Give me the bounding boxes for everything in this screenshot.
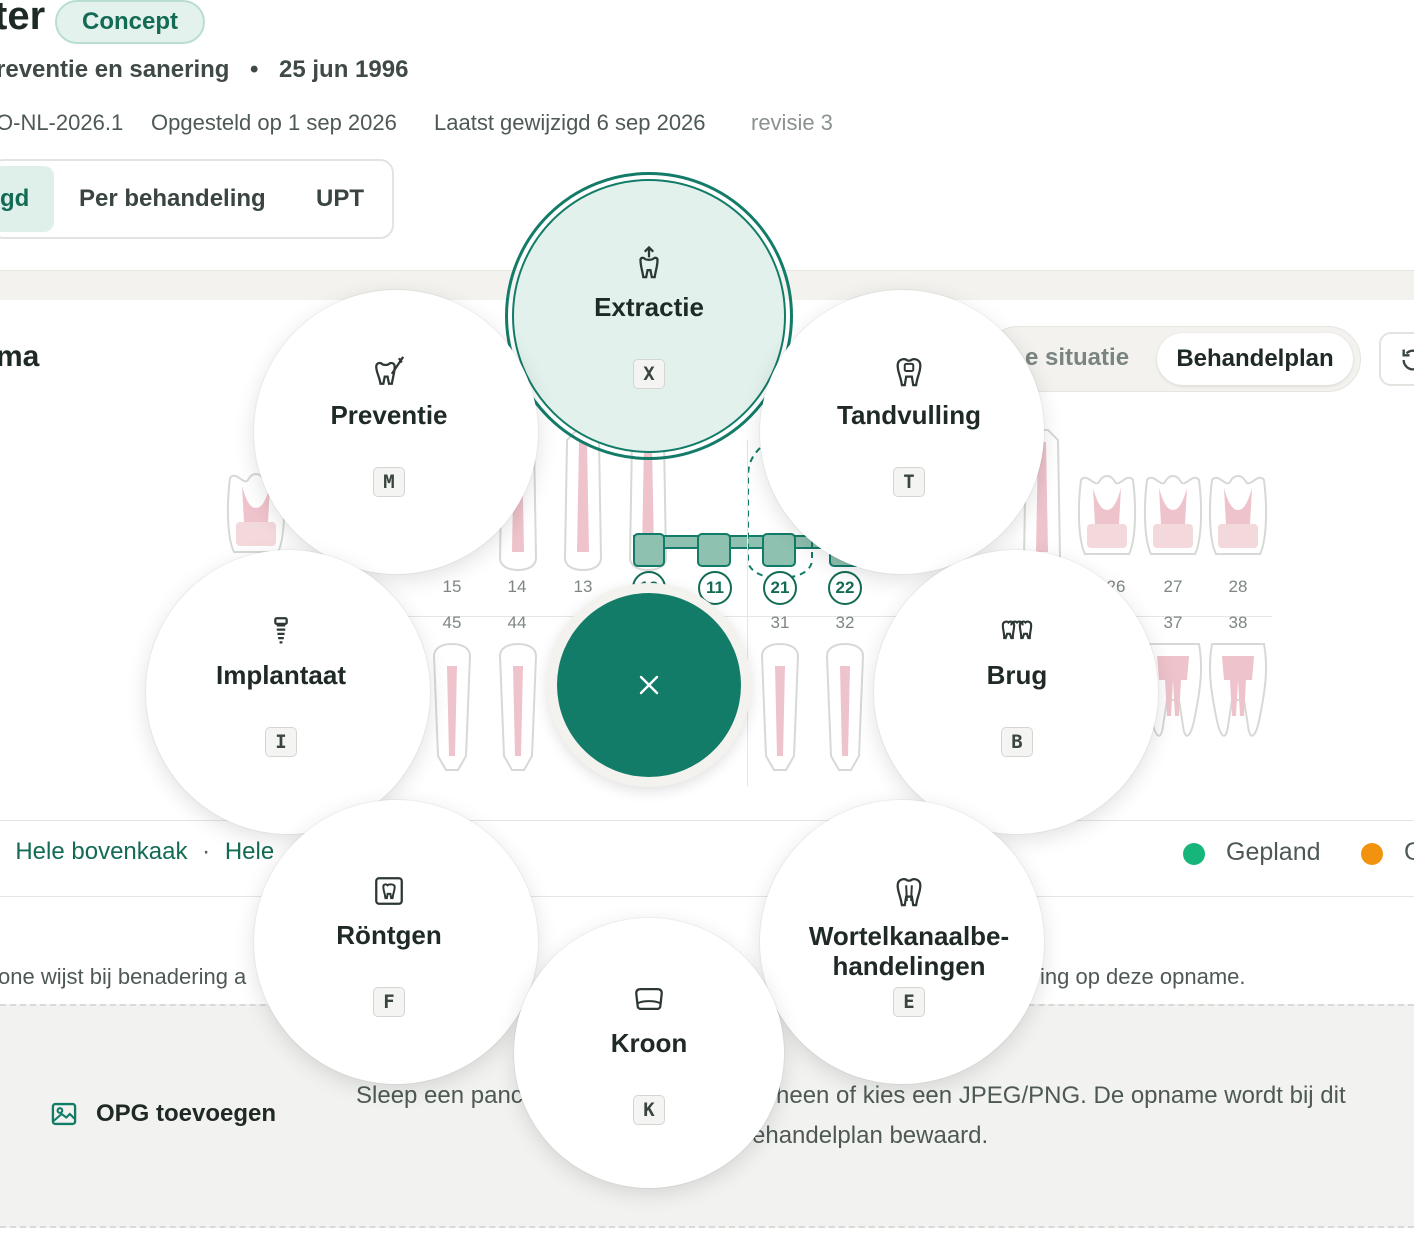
bridge-label: Brug (986, 660, 1048, 690)
crown-label: Kroon (610, 1028, 688, 1058)
plan-code: O-NL-2026.1 (0, 110, 124, 135)
jaw-divider-horizontal (400, 616, 1272, 617)
legend-other-label: G (1404, 838, 1414, 866)
legend-other-dot (1361, 843, 1383, 865)
radial-item-bridge[interactable] (874, 550, 1158, 834)
implant-icon (274, 617, 288, 644)
segment-grouped[interactable]: gd (0, 166, 54, 232)
tooth-number-37[interactable]: 37 (1163, 613, 1183, 632)
xray-shortcut: F (373, 987, 405, 1017)
tooth-number-31[interactable]: 31 (770, 613, 790, 632)
xray-note-left: one wijst bij benadering a (0, 964, 247, 989)
tab-current-situation[interactable]: e situatie (1025, 344, 1130, 371)
upload-text-line2: ehandelplan bewaard. (752, 1122, 989, 1149)
tooth-number-13[interactable]: 13 (573, 577, 593, 596)
quick-select-separator: · (202, 838, 211, 865)
tooth-number-44[interactable]: 44 (507, 613, 527, 632)
extraction-icon (639, 246, 659, 279)
plan-title: ter (0, 0, 46, 38)
select-lower-jaw-link[interactable]: Hele (224, 838, 275, 865)
bridge-icon (1001, 620, 1033, 640)
tab-treatment-plan[interactable]: Behandelplan (1157, 333, 1353, 385)
close-radial-menu-button[interactable] (557, 593, 741, 777)
quick-select-bar: : Hele bovenkaak · Hele (0, 838, 274, 866)
segment-per-treatment[interactable]: Per behandeling (79, 185, 266, 212)
legend-planned-label: Gepland (1226, 838, 1321, 866)
patient-birthdate: 25 jun 1996 (279, 56, 409, 83)
select-upper-jaw-link[interactable]: Hele bovenkaak (15, 838, 188, 865)
view-segmented-control (0, 159, 394, 239)
xray-icon (375, 877, 403, 905)
revision-label: revisie 3 (751, 110, 833, 135)
xray-label: Röntgen (336, 920, 442, 950)
legend-planned-dot (1183, 843, 1205, 865)
prevention-shortcut: M (373, 467, 405, 497)
root-canal-shortcut: E (893, 987, 925, 1017)
divider (0, 896, 1414, 897)
filling-icon (896, 358, 922, 387)
created-date: Opgesteld op 1 sep 2026 (151, 110, 397, 135)
crown-shortcut: K (633, 1095, 665, 1125)
status-badge: Concept (55, 0, 205, 44)
implant-label: Implantaat (215, 660, 347, 690)
upload-text-left: Sleep een panc (356, 1082, 523, 1109)
extraction-shortcut: X (633, 359, 665, 389)
crown-icon (635, 987, 663, 1011)
root-canal-label: Wortelkanaalbe- (808, 921, 1010, 951)
jaw-divider-vertical (747, 440, 748, 786)
close-icon (639, 675, 659, 695)
radial-item-root-canal[interactable] (760, 800, 1044, 1084)
reset-button[interactable] (1379, 332, 1414, 386)
tooth-number-15[interactable]: 15 (442, 577, 462, 596)
tooth-selected-22[interactable]: 22 (828, 571, 862, 605)
prevention-icon (375, 356, 405, 385)
add-opg-label: OPG toevoegen (96, 1100, 277, 1127)
root-canal-label-line2: handelingen (832, 951, 986, 981)
filling-label: Tandvulling (837, 400, 981, 430)
tooth-number-28[interactable]: 28 (1228, 577, 1248, 596)
radial-item-prevention[interactable] (254, 290, 538, 574)
tooth-number-45[interactable]: 45 (442, 613, 462, 632)
radial-item-xray[interactable] (254, 800, 538, 1084)
filling-shortcut: T (893, 467, 925, 497)
chart-title: ma (0, 340, 40, 373)
modified-date: Laatst gewijzigd 6 sep 2026 (434, 110, 706, 135)
root-canal-icon (896, 878, 922, 907)
prevention-label: Preventie (330, 400, 448, 430)
add-opg-button[interactable]: OPG toevoegen (50, 1100, 276, 1128)
implant-shortcut: I (265, 727, 297, 757)
segment-upt[interactable]: UPT (316, 185, 364, 212)
tooth-number-27[interactable]: 27 (1163, 577, 1183, 596)
bridge-shortcut: B (1001, 727, 1033, 757)
extraction-ring (505, 172, 793, 460)
tooth-number-38[interactable]: 38 (1228, 613, 1248, 632)
image-icon (51, 1102, 77, 1126)
quick-select-prefix: : (0, 838, 1, 865)
radial-item-filling[interactable] (760, 290, 1044, 574)
radial-item-extraction[interactable] (512, 179, 786, 453)
tooth-selected-21[interactable]: 21 (763, 571, 797, 605)
extraction-label: Extractie (594, 292, 704, 322)
tooth-number-32[interactable]: 32 (835, 613, 855, 632)
xray-note-right: ing op deze opname. (1040, 964, 1246, 989)
radial-item-implant[interactable] (146, 550, 430, 834)
tooth-number-14[interactable]: 14 (507, 577, 527, 596)
subtitle-separator: • (250, 56, 259, 83)
tooth-selected-11[interactable]: 11 (698, 571, 732, 605)
plan-name: reventie en sanering (0, 56, 230, 83)
upload-text-right: rheen of kies een JPEG/PNG. De opname wo… (768, 1082, 1346, 1109)
radial-item-crown[interactable] (514, 918, 784, 1188)
rotate-ccw-icon (1402, 349, 1414, 371)
divider (0, 820, 1414, 821)
